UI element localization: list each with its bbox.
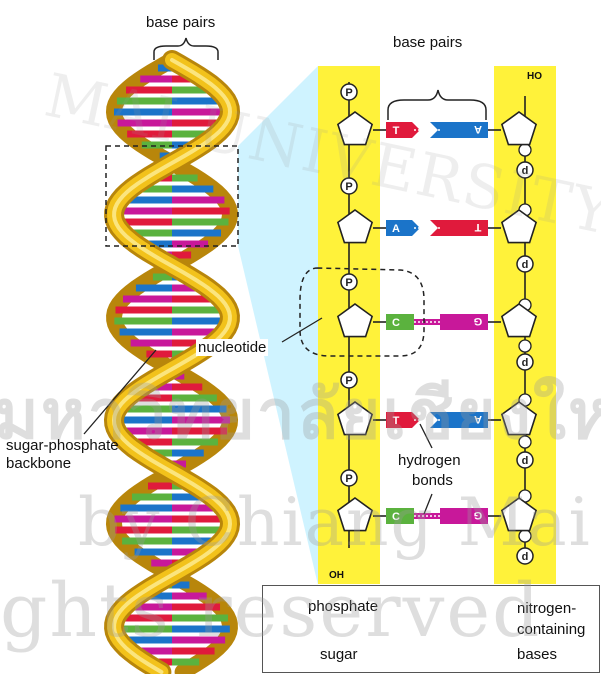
deoxy-icon-letter: d [522,259,529,271]
helix-base-rung [114,318,172,325]
helix-base-rung [136,285,172,292]
helix-base-rung [131,340,172,347]
helix-base-rung [172,230,221,237]
helix-base-rung [172,659,199,666]
helix-base-rung [172,219,228,226]
base-letter-left: C [392,317,400,329]
nucleotide-label: nucleotide [196,339,268,356]
helix-base-rung [172,197,224,204]
helix-base-rung [172,175,198,182]
helix-base-rung [172,208,230,215]
base-C-left [386,314,414,330]
ho-label: HO [527,68,542,85]
base-letter-left: A [392,223,400,235]
base-pairs-label-right: base pairs [393,34,462,51]
helix-base-rung [116,307,172,314]
base-letter-right: A [474,123,482,135]
base-pairs-label-left: base pairs [146,14,215,31]
watermark-line-3: ghts reserved [0,568,542,654]
backbone-link-icon [519,340,531,352]
helix-base-rung [172,186,213,193]
phosphate-icon-letter: P [345,87,352,99]
base-pairs-bracket-right [388,90,486,120]
backbone-link-icon [519,144,531,156]
phosphate-icon-letter: P [345,277,352,289]
watermark-line-2: by Chiang Mai U [78,484,601,561]
watermark-line-1: มหาวิทยาลัยเชียงใหม่ [0,360,601,468]
base-letter-right: G [474,315,483,327]
helix-base-rung [123,296,172,303]
helix-base-rung [120,329,172,336]
